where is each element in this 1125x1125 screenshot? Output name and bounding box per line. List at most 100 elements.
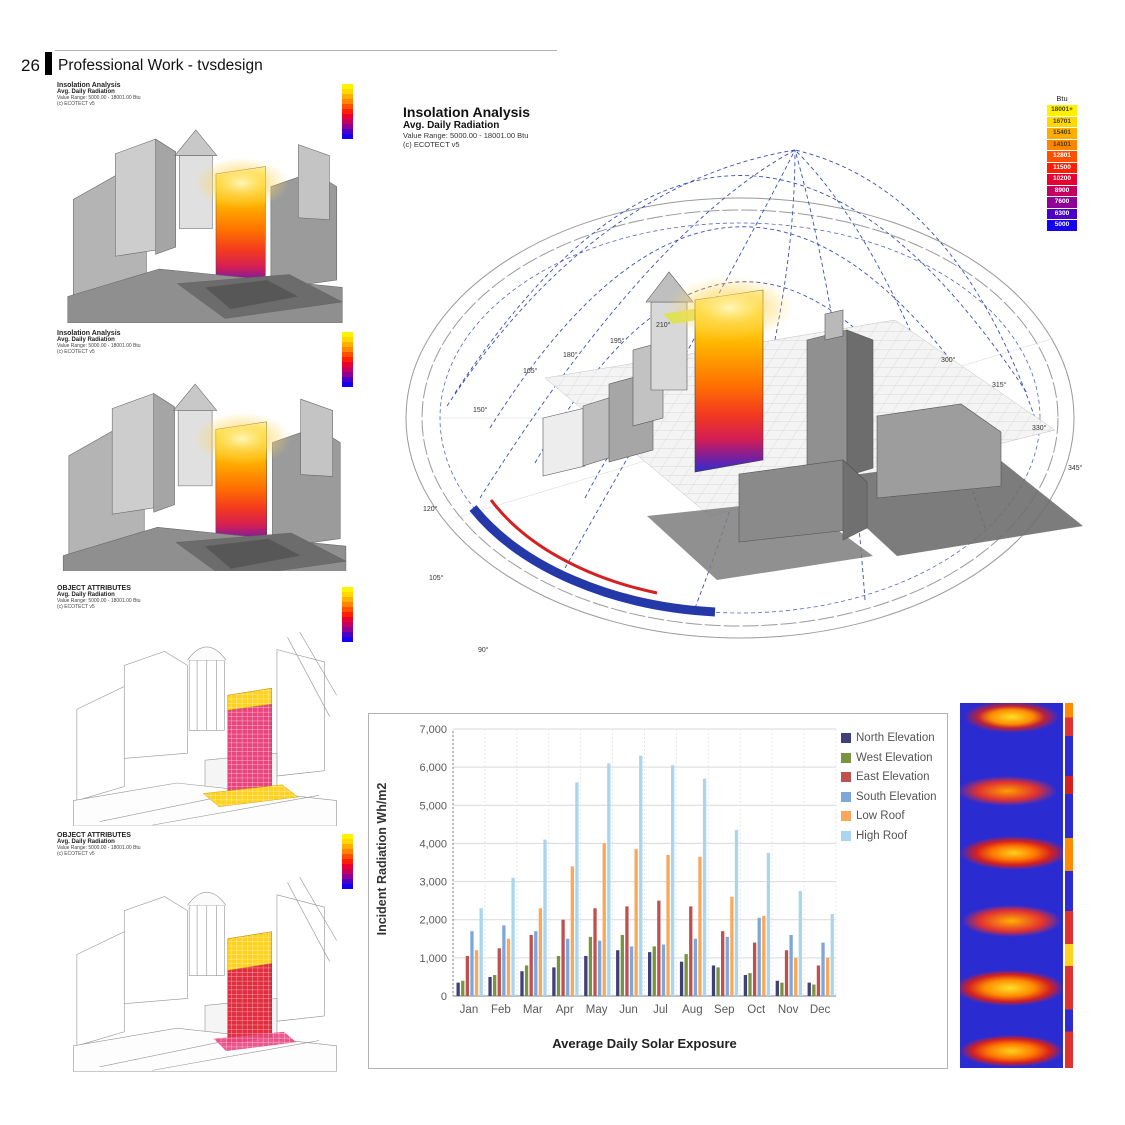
insolation-sunpath-panel: Insolation Analysis Avg. Daily Radiation… bbox=[395, 88, 1085, 680]
chart-title: Average Daily Solar Exposure bbox=[552, 1036, 737, 1051]
svg-text:Oct: Oct bbox=[747, 1004, 766, 1016]
bar bbox=[794, 957, 798, 996]
btu-legend-title: Btu bbox=[1056, 94, 1068, 103]
btu-legend-cell bbox=[342, 357, 353, 362]
caption-title: OBJECT ATTRIBUTES bbox=[57, 585, 131, 592]
bar bbox=[639, 755, 643, 996]
svg-text:1,000: 1,000 bbox=[419, 953, 447, 965]
azimuth-label: 180° bbox=[563, 352, 578, 359]
caption-credit: (c) ECOTECT v5 bbox=[57, 349, 95, 355]
btu-legend-cell bbox=[342, 834, 353, 839]
legend-swatch bbox=[841, 791, 851, 802]
legend-swatch bbox=[841, 733, 851, 743]
bar bbox=[752, 942, 757, 996]
svg-text:Mar: Mar bbox=[523, 1004, 543, 1016]
bar bbox=[648, 952, 652, 996]
btu-legend-row: 14101 bbox=[1047, 139, 1077, 150]
bar bbox=[693, 938, 698, 996]
btu-legend-cell bbox=[342, 632, 353, 637]
bar bbox=[566, 938, 570, 996]
caption-title: Insolation Analysis bbox=[57, 330, 121, 337]
azimuth-label: 150° bbox=[473, 407, 488, 414]
btu-legend-cell bbox=[342, 114, 353, 119]
bar bbox=[812, 984, 816, 996]
btu-legend-cell bbox=[342, 124, 353, 129]
bar bbox=[479, 908, 483, 996]
btu-legend-cell bbox=[342, 884, 353, 889]
bar bbox=[757, 917, 761, 996]
bar bbox=[748, 973, 752, 996]
svg-text:Jan: Jan bbox=[460, 1004, 479, 1016]
btu-legend-cell bbox=[342, 382, 353, 387]
btu-legend-cell bbox=[342, 854, 353, 859]
bar bbox=[607, 763, 611, 996]
caption-title: Insolation Analysis bbox=[57, 82, 121, 89]
btu-legend-cell bbox=[342, 622, 353, 627]
header-tick bbox=[45, 52, 52, 75]
bar bbox=[570, 866, 574, 996]
btu-legend-cell bbox=[342, 119, 353, 124]
bar bbox=[816, 965, 821, 996]
bar bbox=[556, 955, 561, 996]
page-title: Professional Work - tvsdesign bbox=[58, 57, 263, 74]
bar bbox=[620, 934, 624, 996]
bar bbox=[798, 891, 802, 996]
object-attributes-render-2: OBJECT ATTRIBUTES Avg. Daily Radiation V… bbox=[55, 832, 355, 1078]
btu-legend-cell bbox=[342, 362, 353, 367]
bar bbox=[661, 944, 666, 996]
bar bbox=[684, 954, 688, 996]
btu-legend-cell bbox=[342, 109, 353, 114]
svg-text:Nov: Nov bbox=[778, 1004, 799, 1016]
y-axis-title: Incident Radiation Wh/m2 bbox=[375, 782, 389, 936]
bar bbox=[593, 908, 597, 996]
legend-item: High Roof bbox=[841, 830, 937, 842]
azimuth-label: 330° bbox=[1032, 425, 1047, 432]
facade-radiation-heatmap bbox=[960, 703, 1063, 1068]
city-model bbox=[542, 271, 1083, 580]
btu-legend-cell bbox=[342, 84, 353, 89]
bar bbox=[702, 778, 707, 996]
azimuth-label: 105° bbox=[429, 575, 444, 582]
city-wireframe-image bbox=[73, 876, 337, 1072]
btu-legend-row: 12801 bbox=[1047, 151, 1077, 162]
btu-legend-cell bbox=[342, 592, 353, 597]
bar bbox=[629, 946, 634, 996]
caption-subtitle: Avg. Daily Radiation bbox=[57, 89, 115, 95]
svg-text:4,000: 4,000 bbox=[419, 838, 447, 850]
btu-legend-mini bbox=[342, 834, 353, 889]
sun-path-diagram bbox=[405, 149, 1083, 639]
legend-label: South Elevation bbox=[856, 790, 937, 803]
legend-swatch bbox=[841, 752, 851, 763]
bar bbox=[666, 854, 670, 996]
bar bbox=[461, 980, 465, 996]
bar bbox=[497, 948, 501, 996]
bar bbox=[588, 936, 593, 996]
svg-text:Dec: Dec bbox=[810, 1004, 831, 1016]
bar bbox=[470, 931, 474, 996]
caption-credit: (c) ECOTECT v5 bbox=[57, 101, 95, 107]
bar bbox=[807, 982, 811, 996]
bar bbox=[456, 982, 460, 996]
legend-label: Low Roof bbox=[856, 810, 905, 822]
bar bbox=[789, 934, 793, 996]
btu-legend-cell bbox=[342, 377, 353, 382]
bar bbox=[730, 896, 734, 996]
bar bbox=[766, 852, 771, 996]
insolation-render-1: Insolation Analysis Avg. Daily Radiation… bbox=[55, 82, 355, 328]
svg-text:Sep: Sep bbox=[714, 1004, 734, 1016]
svg-text:Jul: Jul bbox=[653, 1004, 668, 1016]
bar bbox=[725, 936, 729, 996]
caption-credit: (c) ECOTECT v5 bbox=[57, 604, 95, 610]
bar bbox=[830, 913, 834, 996]
btu-legend-cell bbox=[342, 337, 353, 342]
bar bbox=[465, 955, 469, 996]
btu-legend-cell bbox=[342, 134, 353, 139]
header-rule bbox=[55, 50, 557, 51]
caption-range: Value Range: 5000.00 - 18001.00 Btu bbox=[57, 598, 141, 604]
bar bbox=[520, 971, 524, 996]
svg-text:Jun: Jun bbox=[619, 1004, 638, 1016]
btu-legend-cell bbox=[342, 612, 353, 617]
btu-legend-cell bbox=[342, 617, 353, 622]
